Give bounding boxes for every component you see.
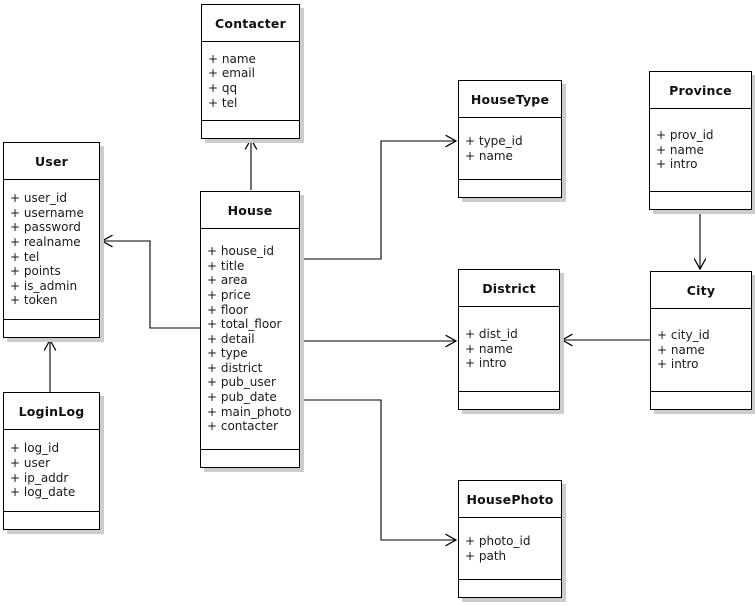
class-housetype-attributes: + type_id+ name: [459, 118, 561, 179]
class-province-methods: [650, 191, 751, 209]
class-user-methods: [4, 319, 99, 337]
class-attribute: + path: [465, 548, 507, 563]
class-district[interactable]: District + dist_id+ name+ intro: [458, 269, 560, 410]
class-attribute: + tel: [10, 249, 40, 264]
class-attribute: + pub_user: [207, 375, 276, 390]
class-attribute: + intro: [656, 157, 698, 172]
class-province-title: Province: [650, 72, 751, 109]
class-house[interactable]: House + house_id+ title+ area+ price+ fl…: [200, 191, 300, 468]
edge-house-to-user: [102, 241, 200, 329]
class-housephoto[interactable]: HousePhoto + photo_id+ path: [458, 480, 562, 598]
class-attribute: + district: [207, 360, 263, 375]
class-attribute: + realname: [10, 234, 81, 249]
class-loginlog[interactable]: LoginLog + log_id+ user+ ip_addr+ log_da…: [3, 392, 100, 530]
class-city-attributes: + city_id+ name+ intro: [651, 309, 751, 391]
class-user-attributes: + user_id+ username+ password+ realname+…: [4, 180, 99, 319]
class-housephoto-methods: [459, 579, 561, 597]
class-attribute: + prov_id: [656, 128, 714, 143]
class-attribute: + house_id: [207, 244, 275, 259]
class-contacter-title: Contacter: [202, 5, 299, 42]
class-attribute: + contacter: [207, 419, 279, 434]
class-attribute: + type_id: [465, 133, 523, 148]
class-attribute: + name: [657, 342, 705, 357]
class-attribute: + points: [10, 264, 61, 279]
class-attribute: + name: [208, 51, 256, 66]
class-attribute: + title: [207, 258, 245, 273]
class-contacter[interactable]: Contacter + name+ email+ qq+ tel: [201, 4, 300, 139]
class-house-title: House: [201, 192, 299, 229]
class-loginlog-attributes: + log_id+ user+ ip_addr+ log_date: [4, 430, 99, 511]
class-city-methods: [651, 391, 751, 409]
class-attribute: + city_id: [657, 328, 710, 343]
class-loginlog-methods: [4, 511, 99, 529]
class-attribute: + dist_id: [465, 327, 518, 342]
class-attribute: + is_admin: [10, 278, 78, 293]
class-contacter-methods: [202, 120, 299, 138]
class-attribute: + area: [207, 273, 248, 288]
class-attribute: + detail: [207, 331, 255, 346]
class-attribute: + tel: [208, 95, 238, 110]
edge-house-to-housetype: [300, 141, 456, 260]
class-user-title: User: [4, 143, 99, 180]
class-district-title: District: [459, 270, 559, 307]
class-attribute: + ip_addr: [10, 470, 69, 485]
class-district-attributes: + dist_id+ name+ intro: [459, 307, 559, 391]
class-loginlog-title: LoginLog: [4, 393, 99, 430]
class-user[interactable]: User + user_id+ username+ password+ real…: [3, 142, 100, 338]
class-housetype-methods: [459, 179, 561, 197]
class-attribute: + type: [207, 346, 248, 361]
class-attribute: + intro: [465, 356, 507, 371]
class-house-attributes: + house_id+ title+ area+ price+ floor+ t…: [201, 229, 299, 449]
class-province[interactable]: Province + prov_id+ name+ intro: [649, 71, 752, 210]
class-housephoto-attributes: + photo_id+ path: [459, 518, 561, 579]
class-attribute: + user_id: [10, 191, 67, 206]
class-contacter-attributes: + name+ email+ qq+ tel: [202, 42, 299, 120]
class-attribute: + username: [10, 205, 84, 220]
edge-house-to-housephoto: [300, 399, 456, 540]
class-attribute: + name: [465, 148, 513, 163]
class-attribute: + total_floor: [207, 317, 282, 332]
class-attribute: + log_date: [10, 485, 76, 500]
class-attribute: + pub_date: [207, 390, 277, 405]
class-housetype-title: HouseType: [459, 81, 561, 118]
class-attribute: + qq: [208, 81, 238, 95]
class-attribute: + log_id: [10, 441, 60, 456]
class-province-attributes: + prov_id+ name+ intro: [650, 109, 751, 191]
class-housetype[interactable]: HouseType + type_id+ name: [458, 80, 562, 198]
class-attribute: + name: [465, 341, 513, 356]
class-attribute: + intro: [657, 357, 699, 372]
class-attribute: + name: [656, 142, 704, 157]
class-house-methods: [201, 449, 299, 467]
class-attribute: + password: [10, 220, 81, 235]
class-city[interactable]: City + city_id+ name+ intro: [650, 271, 752, 410]
class-attribute: + user: [10, 455, 51, 470]
class-district-methods: [459, 391, 559, 409]
class-attribute: + token: [10, 293, 58, 308]
class-attribute: + photo_id: [465, 533, 531, 548]
class-attribute: + price: [207, 287, 251, 302]
class-housephoto-title: HousePhoto: [459, 481, 561, 518]
class-attribute: + floor: [207, 302, 249, 317]
class-attribute: + main_photo: [207, 404, 292, 419]
class-attribute: + email: [208, 66, 255, 81]
class-city-title: City: [651, 272, 751, 309]
